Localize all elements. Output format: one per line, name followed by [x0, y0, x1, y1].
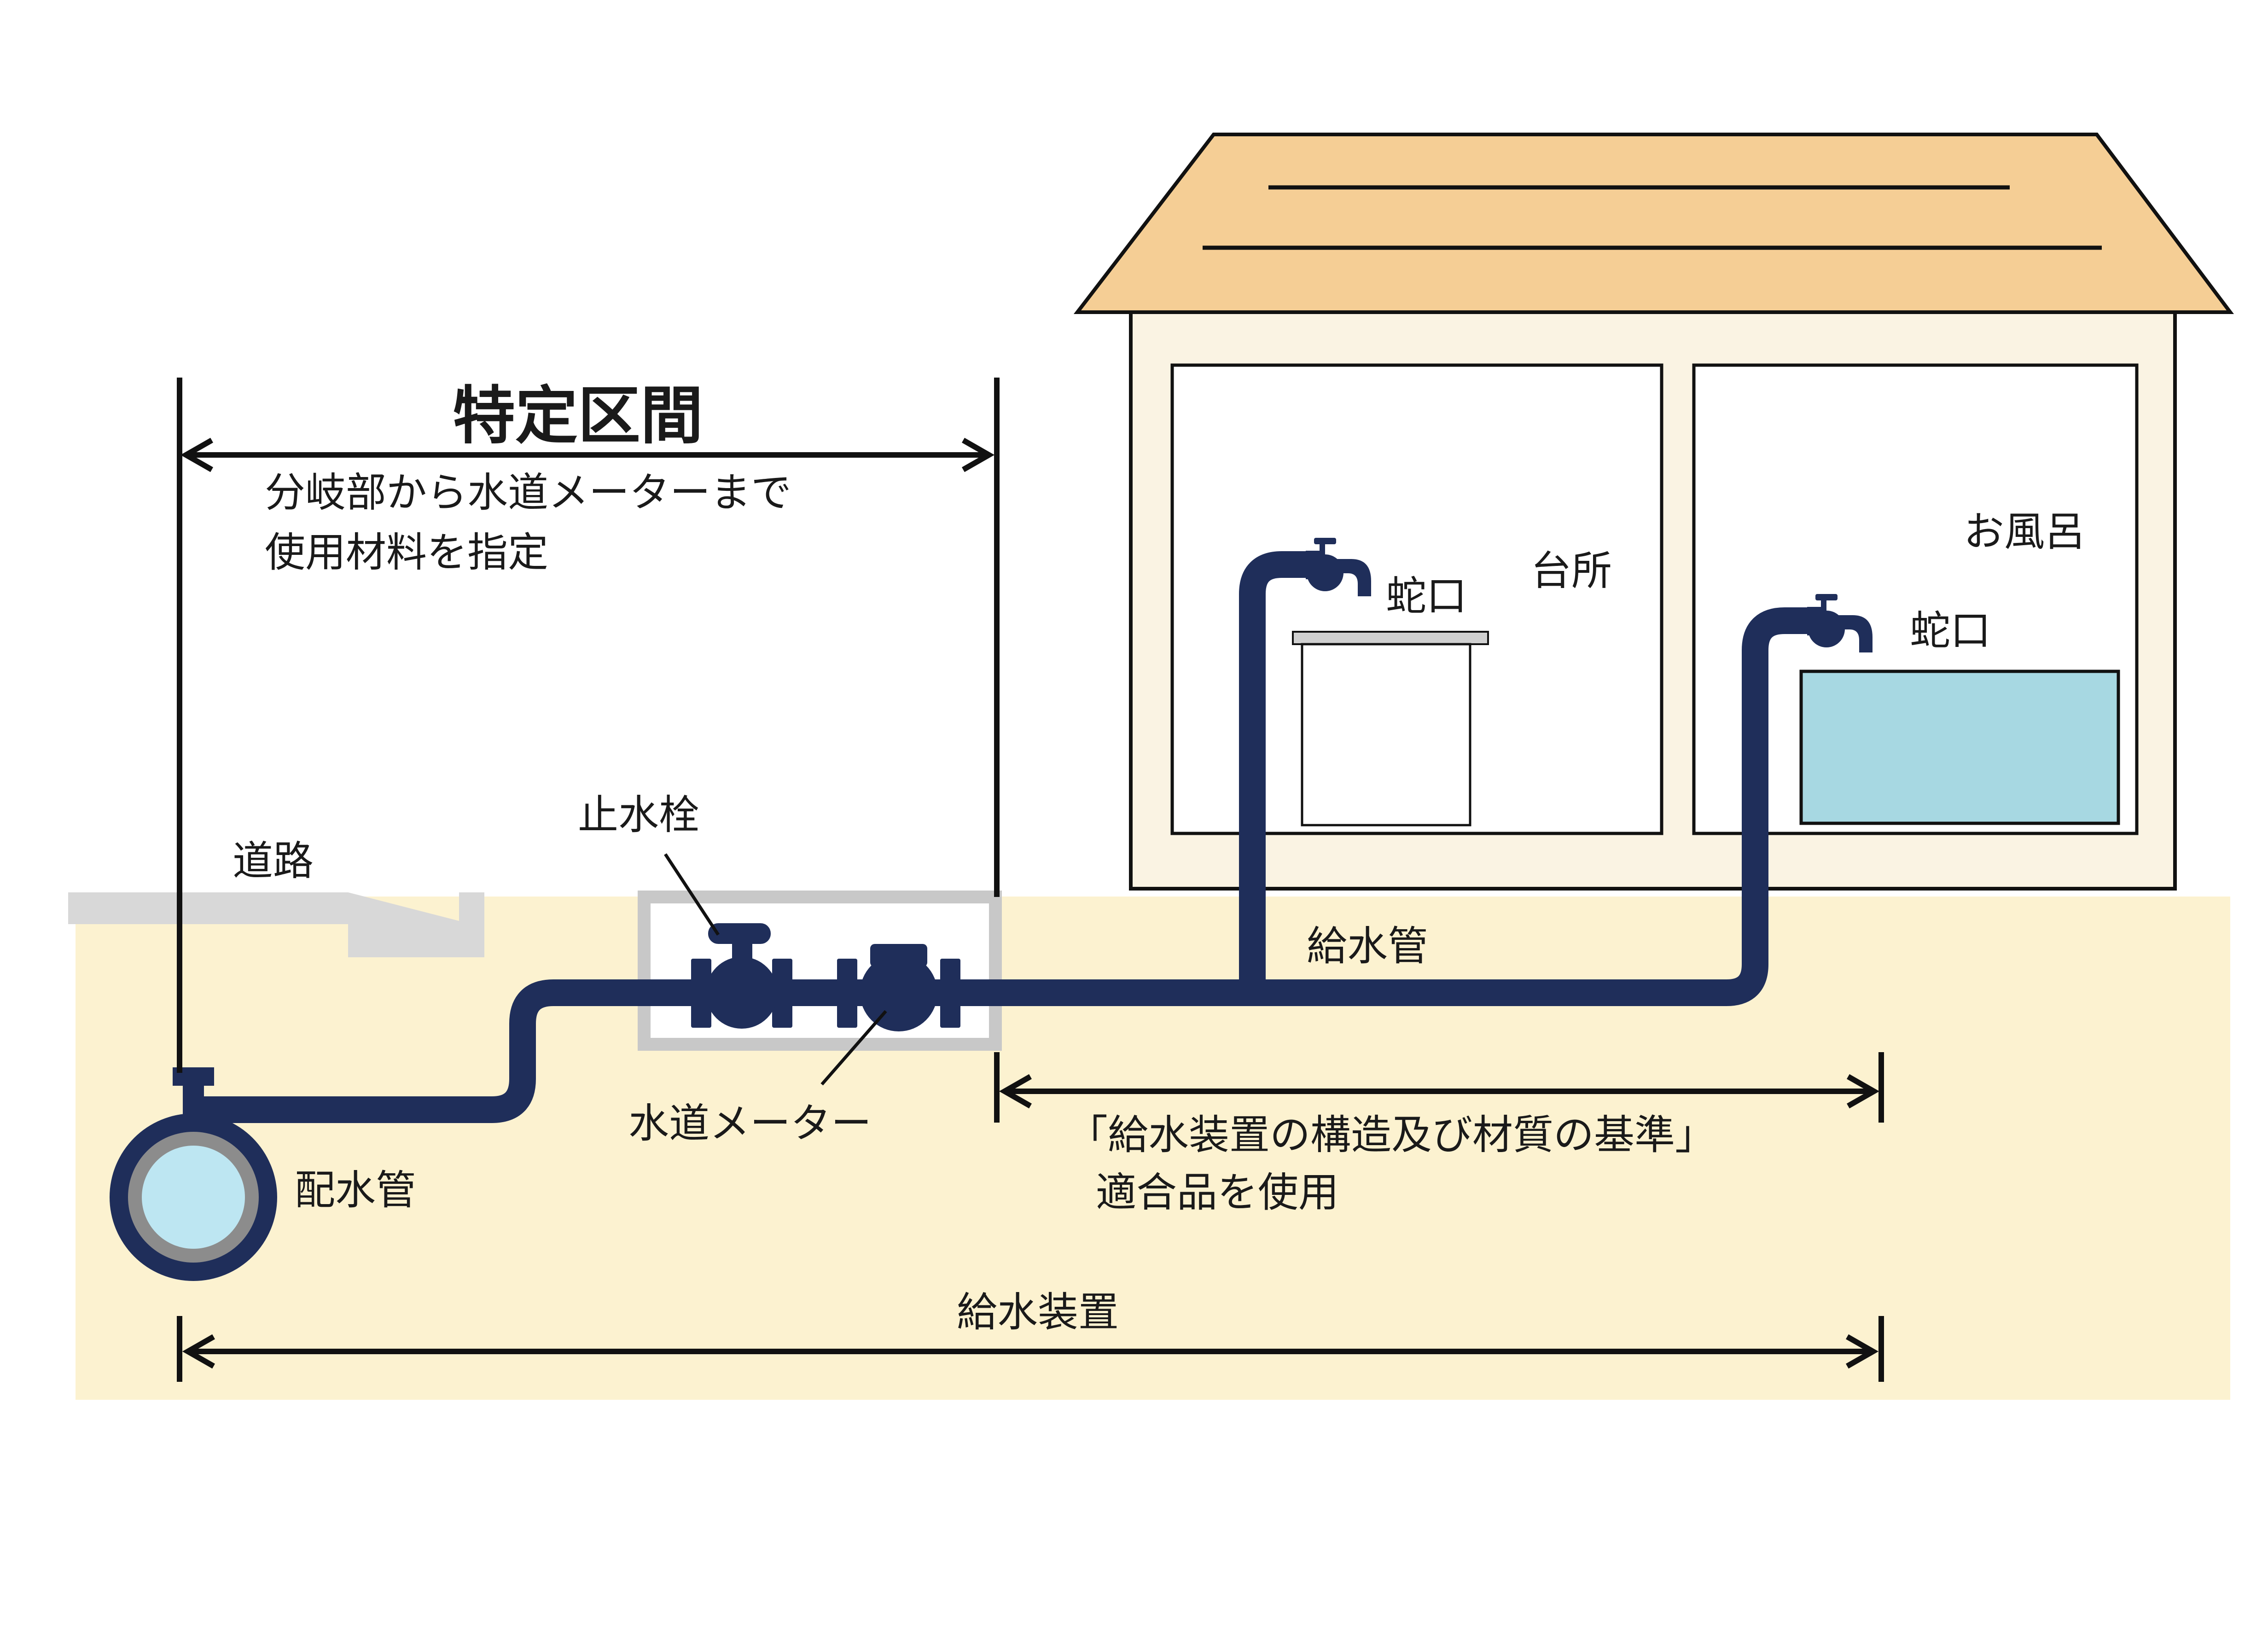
- road-label: 道路: [233, 837, 314, 885]
- stop-valve-label: 止水栓: [578, 791, 699, 838]
- distribution-main: [110, 1067, 277, 1281]
- specific-section-desc-line2: 使用材料を指定: [265, 529, 548, 576]
- standard-label-line1: 「給水装置の構造及び材質の基準」: [1067, 1111, 1716, 1159]
- standard-label-line2: 適合品を使用: [1096, 1169, 1339, 1216]
- kitchen-faucet-label: 蛇口: [1386, 572, 1467, 620]
- specific-section-desc-line1: 分岐部から水道メーターまで: [265, 469, 791, 516]
- stop-valve-leader: [664, 853, 720, 936]
- water-meter-leader: [820, 1010, 887, 1086]
- bath-faucet-label: 蛇口: [1910, 607, 1991, 654]
- road-curb: [68, 892, 484, 957]
- stop-valve: [691, 923, 792, 1029]
- kitchen-sink-counter: [1292, 631, 1489, 645]
- bath-label: お風呂: [1964, 508, 2085, 555]
- supply-pipe: [196, 551, 1807, 1123]
- bath-faucet: [1807, 594, 1873, 652]
- dimension-lines: [177, 378, 1884, 1382]
- specific-section-title: 特定区間: [453, 380, 703, 453]
- kitchen-faucet: [1306, 538, 1371, 596]
- kitchen-label: 台所: [1531, 547, 1612, 594]
- distribution-pipe-label: 配水管: [295, 1166, 416, 1214]
- bathtub: [1799, 670, 2120, 825]
- water-meter-label: 水道メーター: [628, 1100, 872, 1147]
- supply-device-label: 給水装置: [957, 1288, 1119, 1336]
- water-meter: [837, 944, 960, 1031]
- house: [1073, 133, 2234, 891]
- supply-pipe-label: 給水管: [1307, 922, 1428, 970]
- house-roof: [1073, 133, 2234, 314]
- kitchen-sink: [1301, 643, 1471, 827]
